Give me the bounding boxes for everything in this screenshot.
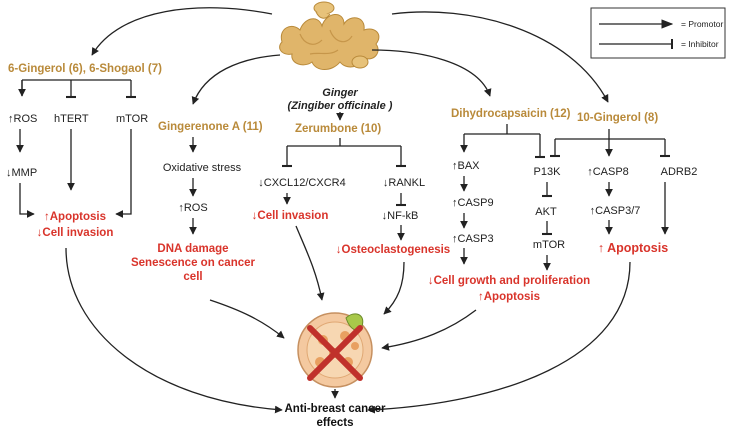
col2-ros: ↑ROS bbox=[178, 202, 207, 214]
col2-oxidative-stress: Oxidative stress bbox=[163, 162, 242, 174]
ginger-scientific-name: (Zingiber officinale ) bbox=[288, 100, 393, 112]
col3-cxcl12-cxcr4: ↓CXCL12/CXCR4 bbox=[258, 177, 345, 189]
col1-mmp: ↓MMP bbox=[6, 167, 37, 179]
breast-cancer-illustration bbox=[297, 312, 373, 388]
col3-nfkb: ↓NF-kB bbox=[382, 210, 419, 222]
col4-mtor: mTOR bbox=[533, 239, 565, 251]
outcome-subtitle: effects bbox=[316, 417, 353, 429]
arrow-to-dihydrocapsaicin bbox=[371, 49, 492, 97]
col1-htert: hTERT bbox=[54, 113, 89, 125]
compound-gingerenone-a: Gingerenone A (11) bbox=[158, 121, 263, 133]
col5-casp8: ↑CASP8 bbox=[587, 166, 629, 178]
legend-box: = Promotor = Inhibitor bbox=[590, 7, 726, 59]
col1-outcome-cell-invasion: ↓Cell invasion bbox=[37, 227, 114, 239]
compound-dihydrocapsaicin: Dihydrocapsaicin (12) bbox=[451, 108, 571, 120]
col1-mtor: mTOR bbox=[116, 113, 148, 125]
col4-p13k: P13K bbox=[534, 166, 562, 178]
col4-outcome-cell-growth: ↓Cell growth and proliferation bbox=[428, 275, 590, 287]
col3-outcome-cell-invasion: ↓Cell invasion bbox=[252, 210, 329, 222]
col4-akt: AKT bbox=[535, 206, 557, 218]
arrow-to-10-gingerol bbox=[391, 11, 609, 103]
ginger-root-illustration bbox=[279, 1, 380, 70]
compound-10-gingerol: 10-Gingerol (8) bbox=[577, 112, 658, 124]
col1-ros: ↑ROS bbox=[8, 113, 37, 125]
col1-outcome-apoptosis: ↑Apoptosis bbox=[44, 211, 106, 223]
ginger-title: Ginger bbox=[322, 87, 358, 99]
col4-casp3: ↑CASP3 bbox=[452, 233, 494, 245]
outcome-title: Anti-breast cancer bbox=[285, 403, 387, 415]
compound-6-gingerol: 6-Gingerol (6), 6-Shogaol (7) bbox=[8, 63, 162, 75]
col4-casp9: ↑CASP9 bbox=[452, 197, 494, 209]
arrow-to-6-gingerol bbox=[91, 7, 273, 56]
col2-outcome-dna-damage: DNA damage bbox=[157, 243, 228, 255]
legend-inhibitor-label: = Inhibitor bbox=[681, 39, 719, 49]
compound-zerumbone: Zerumbone (10) bbox=[295, 123, 381, 135]
legend-promotor-label: = Promotor bbox=[681, 19, 723, 29]
col4-bax: ↑BAX bbox=[452, 160, 480, 172]
col3-rankl: ↓RANKL bbox=[383, 177, 425, 189]
col3-outcome-osteoclastogenesis: ↓Osteoclastogenesis bbox=[336, 244, 450, 256]
col2-outcome-cell: cell bbox=[183, 271, 202, 283]
col5-adrb2: ADRB2 bbox=[661, 166, 698, 178]
col5-outcome-apoptosis: ↑ Apoptosis bbox=[598, 241, 668, 255]
col4-outcome-apoptosis: ↑Apoptosis bbox=[478, 291, 540, 303]
arrow-to-gingerenone bbox=[191, 54, 281, 105]
col5-casp3-7: ↑CASP3/7 bbox=[590, 205, 641, 217]
col2-outcome-senescence: Senescence on cancer bbox=[131, 257, 256, 269]
